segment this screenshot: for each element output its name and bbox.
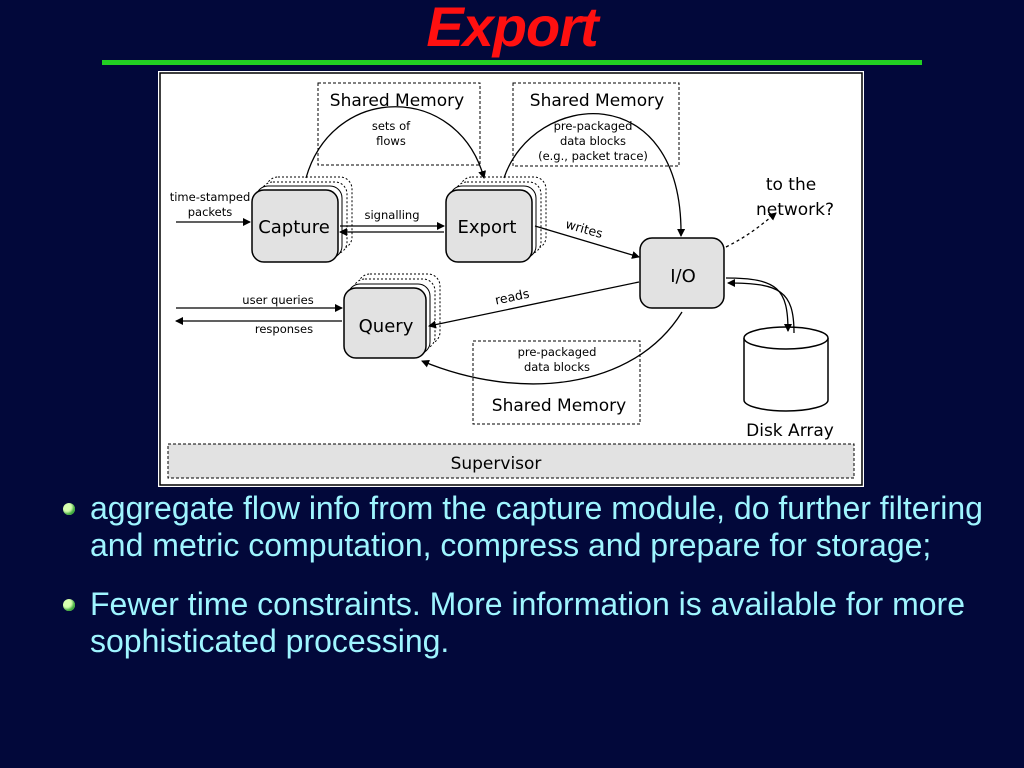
user-queries-arrow: user queries [176,293,343,312]
shared-memory-trace-note-1: pre-packaged [554,119,633,133]
input-label-2: packets [188,205,233,219]
shared-memory-flows: Shared Memory sets of flows [317,82,481,166]
bullet-dot-icon [63,599,75,611]
input-label-1: time-stamped [170,190,251,204]
export-module: Export [445,176,547,263]
query-module: Query [343,273,441,359]
bullet-list: aggregate flow info from the capture mod… [60,490,1000,682]
shared-memory-trace: Shared Memory pre-packaged data blocks (… [512,82,680,167]
shared-memory-flows-note-1: sets of [372,119,411,133]
shared-memory-flows-note-2: flows [376,134,406,148]
network-label-2: network? [756,200,834,220]
network-arrow: to the network? [725,175,834,248]
bullet-item-2: Fewer time constraints. More information… [60,586,1000,660]
shared-memory-blocks-note-2: data blocks [524,360,590,374]
signalling-label: signalling [365,208,420,222]
io-module: I/O [639,237,725,309]
writes-arrow: writes [534,216,640,259]
slide-title: Export [426,0,598,58]
flows-curve-arrow [305,106,487,179]
supervisor-label: Supervisor [451,454,542,474]
io-module-label: I/O [670,266,696,287]
shared-memory-trace-title: Shared Memory [530,91,664,111]
bullet-item-1: aggregate flow info from the capture mod… [60,490,1000,564]
network-label-1: to the [766,175,816,195]
disk-array: Disk Array [743,326,834,441]
supervisor-bar: Supervisor [167,443,855,479]
reads-label: reads [494,286,531,308]
shared-memory-trace-note-2: data blocks [560,134,626,148]
architecture-diagram: Shared Memory sets of flows Shared Memor… [158,71,864,487]
shared-memory-blocks-note-1: pre-packaged [518,345,597,359]
signalling-arrows: signalling [339,208,445,236]
bullet-text-1: aggregate flow info from the capture mod… [90,490,983,563]
writes-label: writes [564,216,605,241]
user-queries-label: user queries [242,293,313,307]
shared-memory-flows-title: Shared Memory [330,91,464,111]
disk-array-label: Disk Array [746,421,834,441]
query-module-label: Query [359,316,414,337]
bullet-text-2: Fewer time constraints. More information… [90,586,965,659]
input-packets-arrow: time-stamped packets [170,190,251,226]
blocks-curve-arrow [421,311,683,385]
capture-module: Capture [251,176,353,263]
trace-curve-arrow [503,113,686,237]
capture-module-label: Capture [258,217,330,238]
bullet-dot-icon [63,503,75,515]
reads-arrow: reads [428,281,640,329]
disk-arrows [725,277,795,334]
diagram-border [159,72,863,486]
shared-memory-trace-note-3: (e.g., packet trace) [538,149,648,163]
shared-memory-blocks-title: Shared Memory [492,396,626,416]
shared-memory-blocks: pre-packaged data blocks Shared Memory [472,340,641,425]
responses-label: responses [255,322,313,336]
architecture-diagram-svg: Shared Memory sets of flows Shared Memor… [159,72,863,486]
export-module-label: Export [458,217,517,238]
responses-arrow: responses [175,317,342,336]
title-underline [102,60,922,65]
